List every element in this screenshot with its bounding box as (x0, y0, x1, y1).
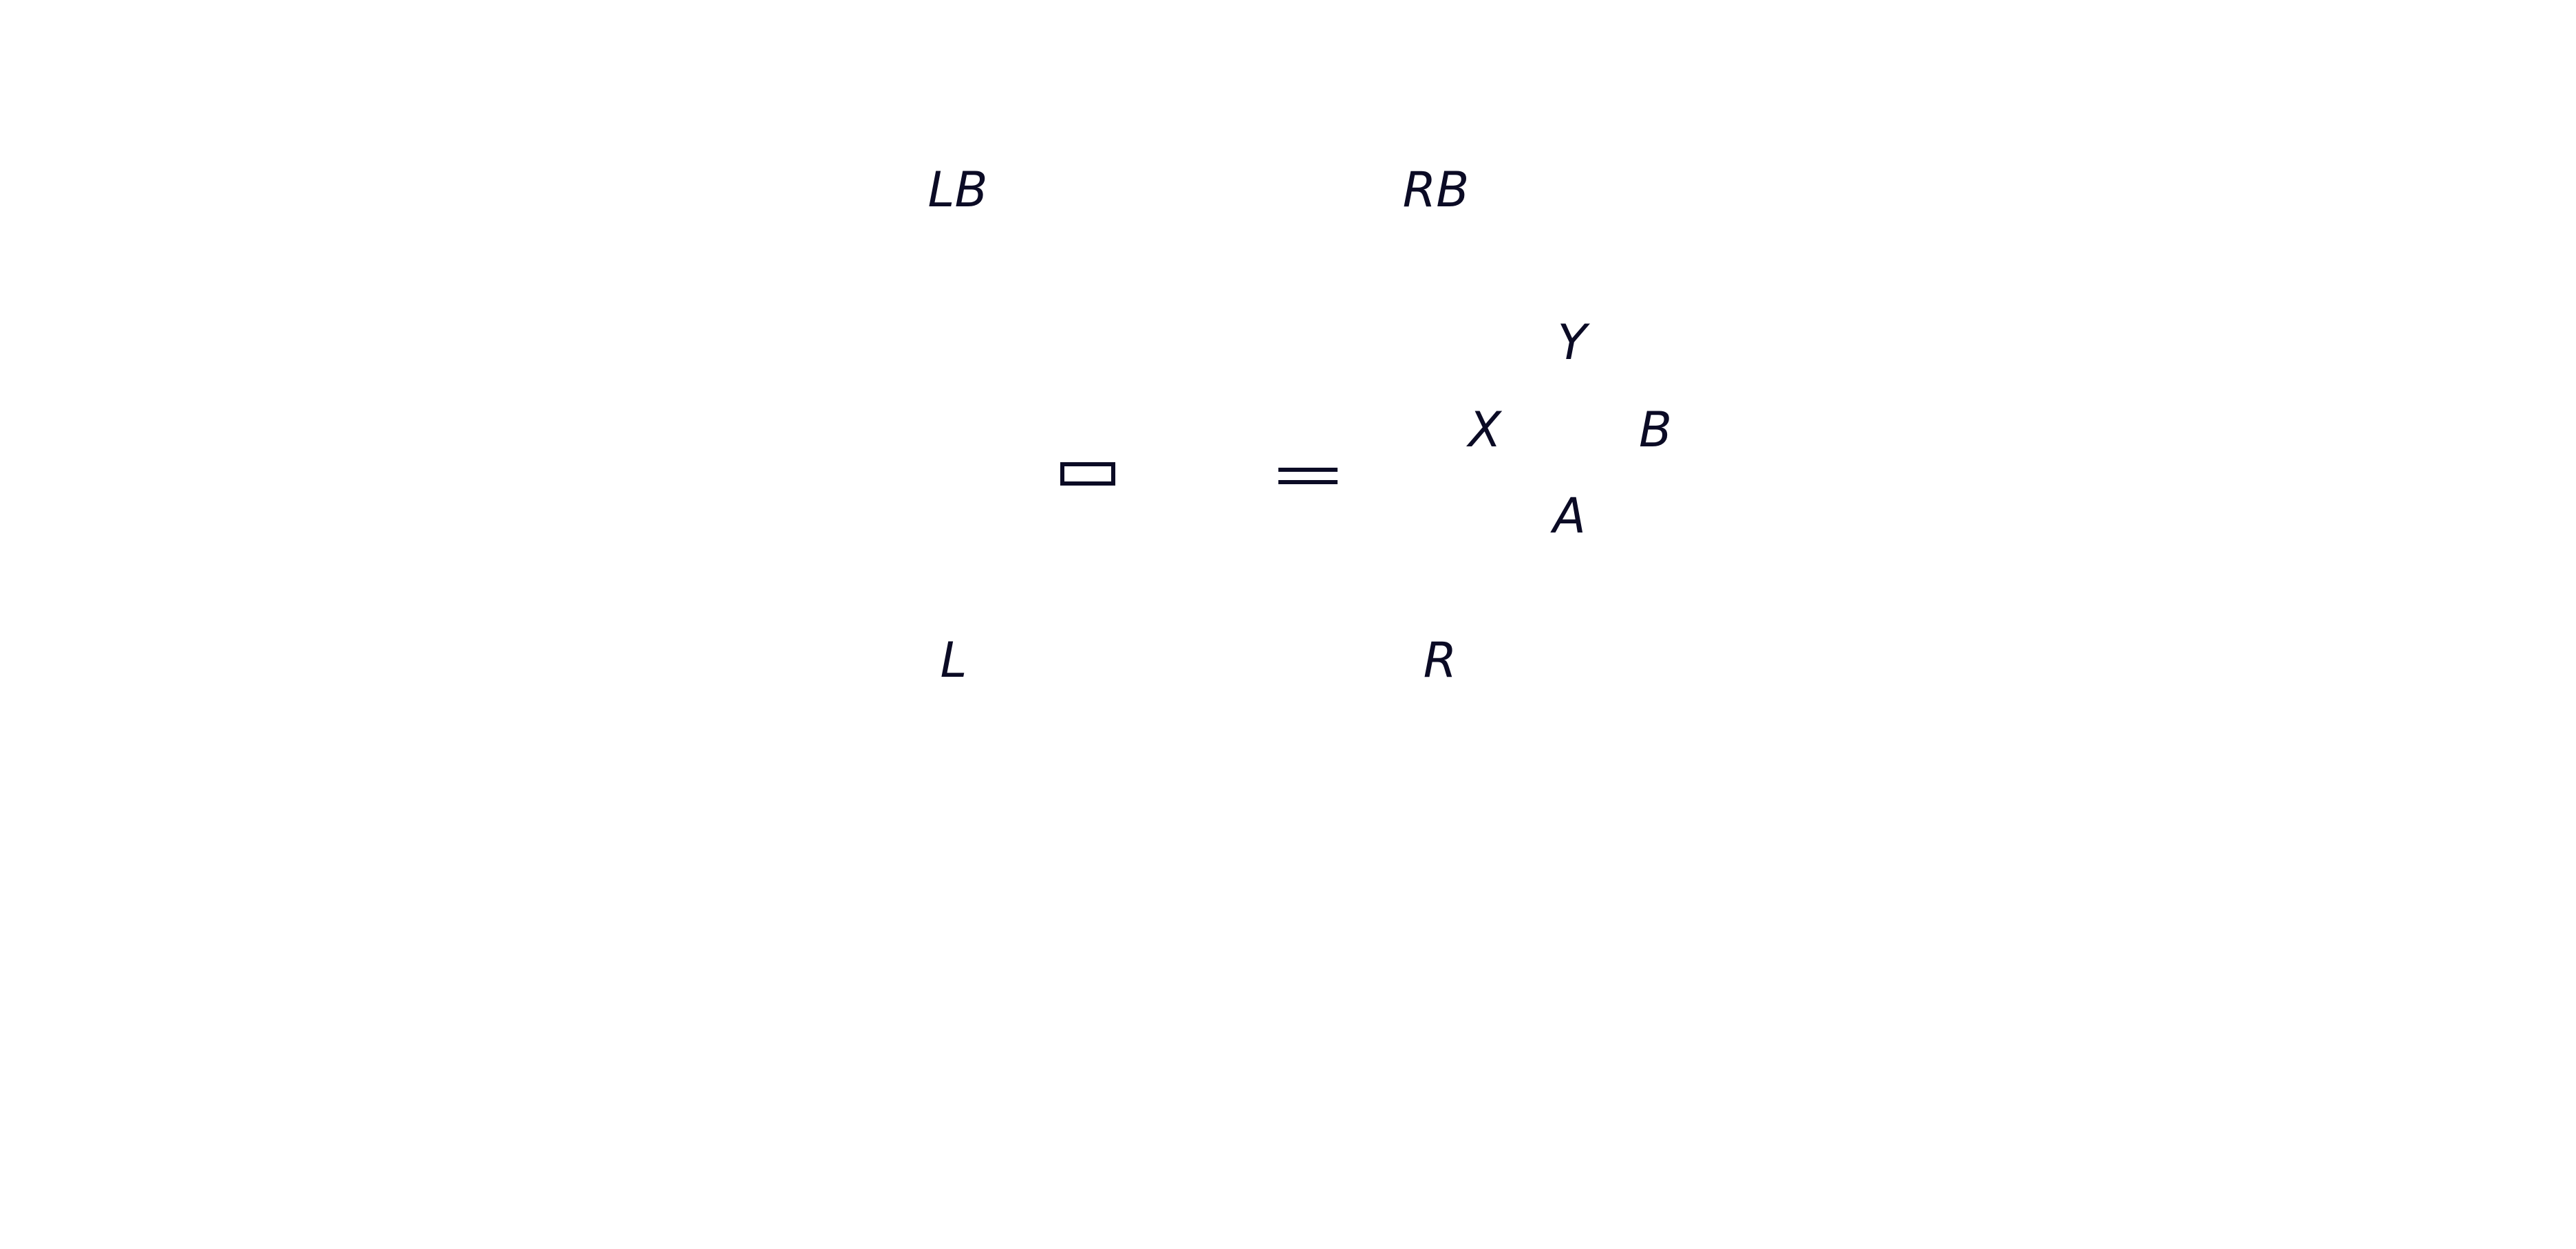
x-button-label[interactable]: X (1468, 402, 1501, 458)
right-bumper-label[interactable]: RB (1402, 162, 1470, 218)
a-button-label[interactable]: A (1553, 488, 1586, 544)
left-trigger-label[interactable]: L (940, 632, 967, 688)
left-bumper-label[interactable]: LB (927, 162, 988, 218)
menu-bar-top (1278, 468, 1338, 472)
b-button-label[interactable]: B (1638, 402, 1673, 458)
right-trigger-label[interactable]: R (1423, 632, 1457, 688)
menu-bar-bottom (1278, 480, 1338, 484)
view-button-icon[interactable] (1060, 462, 1115, 486)
menu-button-icon[interactable] (1278, 461, 1338, 490)
y-button-label[interactable]: Y (1557, 314, 1587, 371)
